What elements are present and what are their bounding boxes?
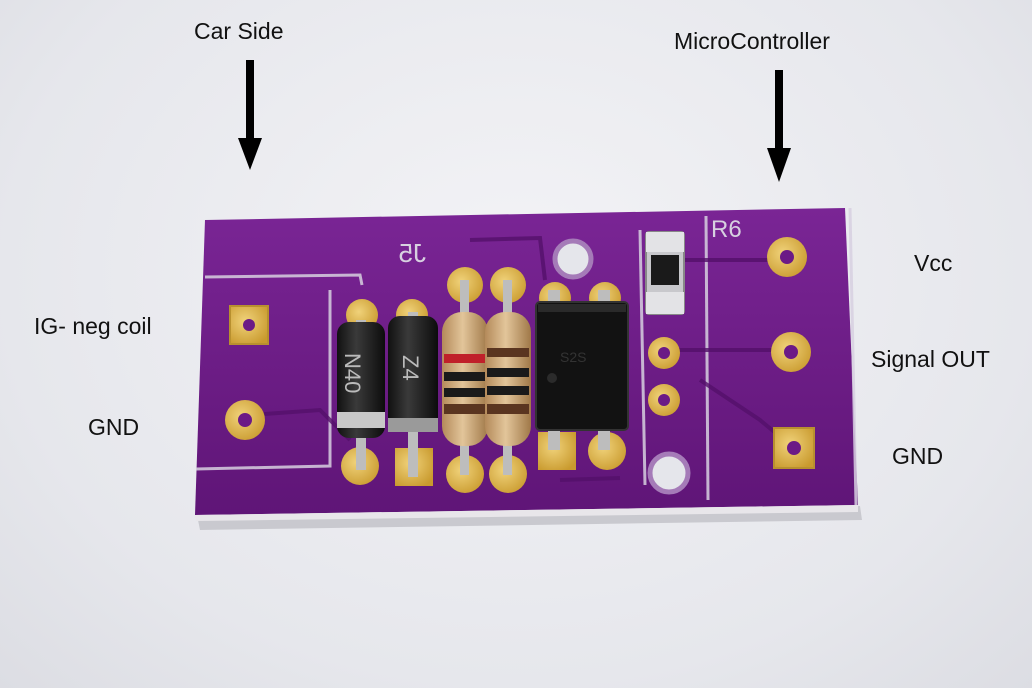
signal-out-label: Signal OUT [871, 346, 990, 372]
zener-diode: Z4 [388, 312, 438, 477]
arrow-down-icon [238, 60, 262, 170]
gnd-left-label: GND [88, 414, 140, 440]
diode1-marking: N40 [340, 353, 365, 393]
ig-neg-coil-label: IG- neg coil [34, 313, 152, 339]
gnd-right-label: GND [892, 443, 944, 469]
optocoupler-ic: S2S [535, 290, 629, 450]
arrow-down-icon [767, 70, 791, 182]
microcontroller-label: MicroController [674, 28, 830, 54]
resistor-2 [485, 280, 531, 475]
vcc-label: Vcc [914, 250, 953, 276]
j5-silkscreen: J5 [399, 238, 426, 268]
car-side-label: Car Side [194, 18, 284, 44]
smd-resistor [645, 231, 685, 315]
r6-silkscreen: R6 [711, 216, 742, 243]
diode2-marking: Z4 [398, 355, 423, 381]
ic-marking: S2S [560, 349, 586, 365]
diode-1n4007: N40 [337, 320, 385, 470]
resistor-1 [442, 280, 488, 475]
